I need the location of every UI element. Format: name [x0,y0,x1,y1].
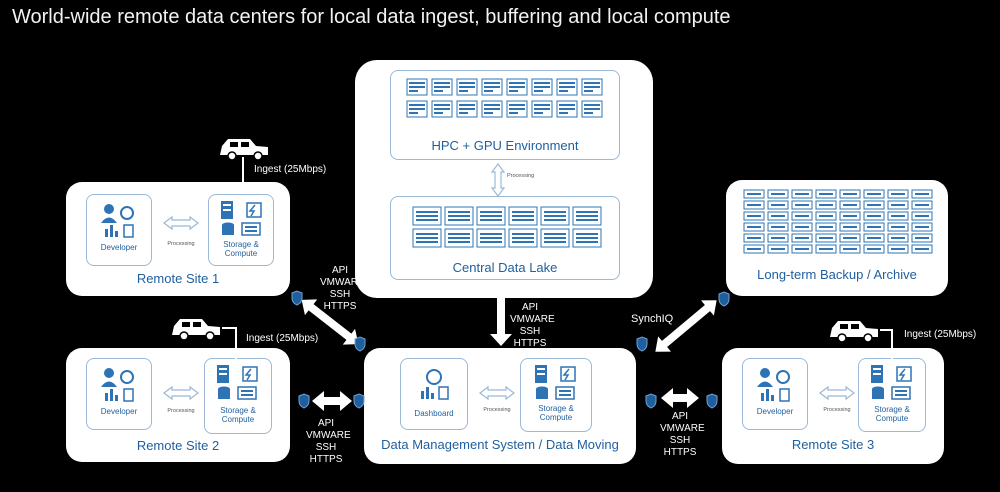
protocol-item: HTTPS [663,447,697,458]
car-icon [220,139,268,161]
dms-panel: Dashboard Processing Storage & Compute D… [364,348,636,464]
synchiq-label: SynchIQ [631,313,674,325]
storage-compute-box: Storage & Compute [208,194,274,266]
server-icon [535,365,576,400]
storage-compute-label: Storage & Compute [538,404,574,422]
protocol-item: VMWARE [306,430,351,441]
protocol-item: API [521,302,539,313]
server-icon [221,201,262,236]
protocol-item: API [331,265,349,276]
developer-label: Developer [756,407,794,416]
dms-title: Data Management System / Data Moving [381,437,619,452]
server-icon [217,365,258,400]
developer-box: Developer [86,358,152,430]
protocol-item: SSH [315,442,337,453]
processing-arrow [819,385,855,401]
developer-box: Developer [742,358,808,430]
car-icon [172,319,220,341]
storage-compute-label: Storage & Compute [874,405,910,423]
protocol-list-site1: API VMWARE SSH HTTPS [320,265,365,313]
protocol-item: API [671,411,689,422]
processing-arrow [163,215,199,231]
developer-icon [101,368,134,402]
protocol-item: SSH [329,289,351,300]
protocol-item: SSH [519,326,541,337]
remote-site-1-panel: Developer Processing Storage & Compute R… [66,182,290,296]
server-icon [871,365,912,400]
processing-label: Processing [167,241,195,247]
central-data-lake-label: Central Data Lake [452,260,558,275]
processing-label: Processing [167,408,195,414]
archive-panel: Long-term Backup / Archive [726,180,948,296]
processing-arrow [479,385,515,401]
page-title: World-wide remote data centers for local… [12,6,731,28]
dashboard-icon [421,369,449,400]
hpc-gpu-label: HPC + GPU Environment [431,138,579,153]
remote-site-2-panel: Developer Processing Storage & Compute R… [66,348,290,462]
protocol-item: VMWARE [660,423,705,434]
ingest-label-site2: Ingest (25Mbps) [246,333,319,344]
storage-compute-box: Storage & Compute [204,358,272,434]
hpc-server-grid [406,78,603,118]
processing-label: Processing [823,407,851,413]
protocol-item: API [317,418,335,429]
remote-site-3-panel: Developer Processing Storage & Compute R… [722,348,944,464]
protocol-list-site3: API VMWARE SSH HTTPS [660,411,705,459]
developer-icon [101,204,134,238]
processing-arrow [163,385,199,401]
processing-label: Processing [507,173,535,179]
ingest-label-site3: Ingest (25Mbps) [904,329,977,340]
protocol-item: HTTPS [513,338,547,349]
archive-label: Long-term Backup / Archive [757,267,917,282]
site2-dms-arrow [312,391,352,411]
protocol-item: SSH [669,435,691,446]
dashboard-label: Dashboard [414,409,454,418]
storage-compute-box: Storage & Compute [858,358,926,432]
car-icon [830,321,878,343]
storage-compute-box: Storage & Compute [520,358,592,432]
remote-site-2-title: Remote Site 2 [136,438,220,453]
dms-site3-arrow [661,388,699,408]
protocol-list-site2: API VMWARE SSH HTTPS [306,418,351,466]
protocol-item: HTTPS [309,454,343,465]
central-panel: HPC + GPU Environment Processing Central… [355,60,653,298]
processing-label: Processing [483,407,511,413]
developer-box: Developer [86,194,152,266]
dashboard-box: Dashboard [400,358,468,430]
developer-icon [757,368,790,402]
central-data-lake-box: Central Data Lake [390,196,620,280]
developer-label: Developer [100,407,138,416]
storage-compute-label: Storage & Compute [223,240,259,258]
protocol-item: HTTPS [323,301,357,312]
ingest-label-site1: Ingest (25Mbps) [254,164,327,175]
developer-label: Developer [100,243,138,252]
data-lake-storage-grid [412,206,602,248]
remote-site-3-title: Remote Site 3 [791,437,875,452]
dms-archive-arrow [655,300,717,352]
remote-site-1-title: Remote Site 1 [136,271,220,286]
archive-tape-grid [743,189,933,254]
protocol-item: VMWARE [320,277,365,288]
protocol-item: VMWARE [510,314,555,325]
protocol-list-lake: API VMWARE SSH HTTPS [510,302,555,350]
storage-compute-label: Storage & Compute [220,406,256,424]
hpc-gpu-box: HPC + GPU Environment [390,70,620,160]
